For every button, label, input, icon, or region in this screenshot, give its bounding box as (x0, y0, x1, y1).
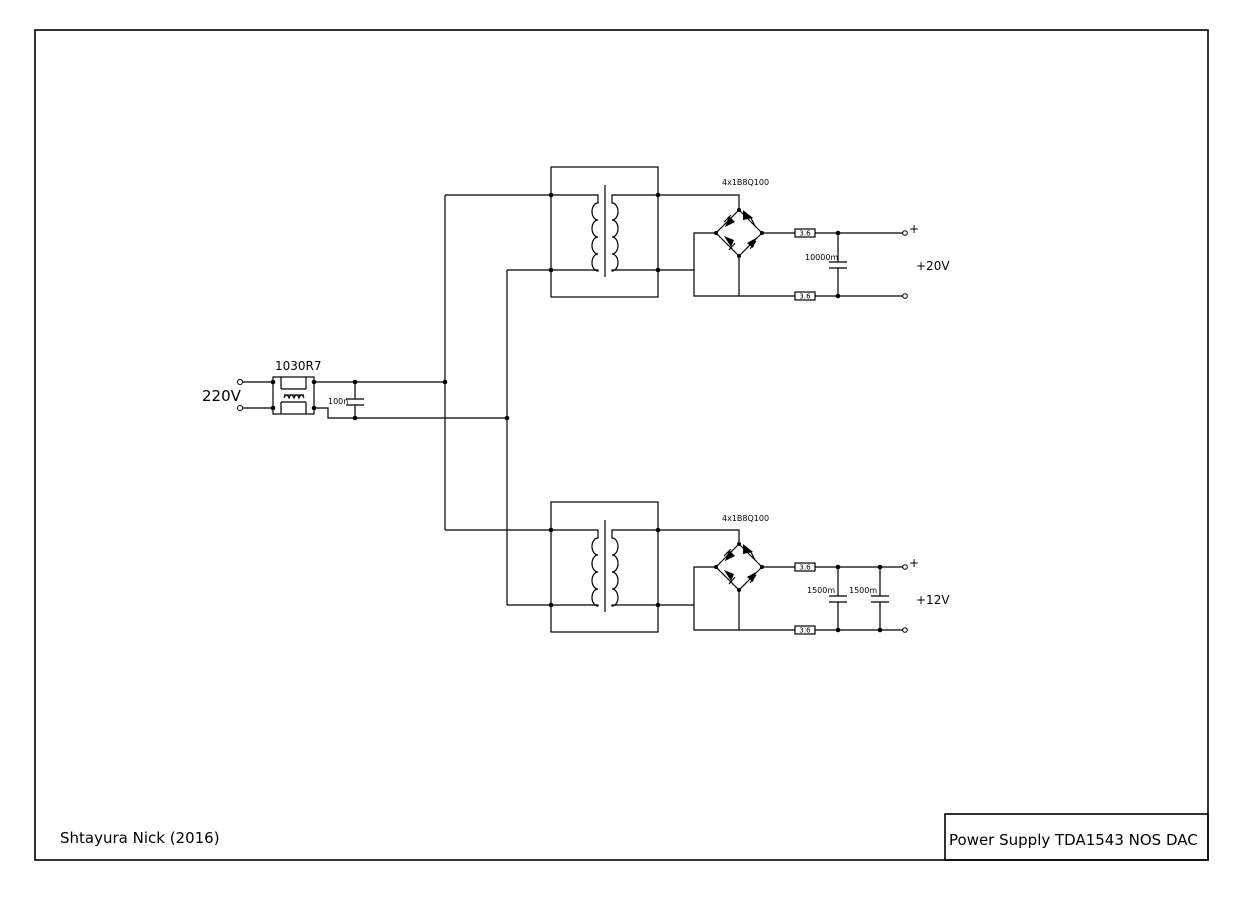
input-cap-label: 100n (328, 397, 348, 406)
bottom-cap2-label: 1500m (849, 586, 877, 595)
top-bridge-rectifier: 4x1B8Q100 (658, 178, 769, 297)
top-resistor-minus-label: 3.6 (799, 293, 811, 301)
top-terminal-minus (902, 293, 908, 299)
top-resistor-plus (794, 228, 816, 238)
top-resistor-plus-label: 3.6 (799, 230, 811, 238)
drawing-frame (34, 29, 1209, 861)
bottom-terminal-minus (902, 627, 908, 633)
line-filter (272, 376, 315, 415)
input-section: 220V 1030R7 100n (202, 359, 510, 421)
bottom-output-section: 3.6 3.6 1500m 1500m + +12V (739, 556, 950, 635)
filter-label: 1030R7 (275, 359, 322, 373)
primary-wire-a (444, 194, 551, 531)
bottom-resistor-plus (794, 562, 816, 572)
title-label: Power Supply TDA1543 NOS DAC (949, 831, 1198, 849)
top-voltage-label: +20V (916, 259, 950, 273)
bottom-plus-label: + (909, 556, 919, 570)
bottom-terminal-plus (902, 564, 908, 570)
bottom-resistor-minus (794, 625, 816, 635)
input-terminal-n (237, 405, 243, 411)
author-label: Shtayura Nick (2016) (60, 829, 220, 847)
primary-wire-b (506, 269, 551, 606)
top-cap-label: 10000m (805, 253, 838, 262)
bottom-cap1-label: 1500m (807, 586, 835, 595)
top-transformer (548, 166, 661, 298)
top-output-section: 3.6 3.6 10000m + +20V (739, 222, 950, 301)
input-terminal-l (237, 379, 243, 385)
bottom-voltage-label: +12V (916, 593, 950, 607)
bottom-resistor-minus-label: 3.6 (799, 627, 811, 635)
top-terminal-plus (902, 230, 908, 236)
top-resistor-minus (794, 291, 816, 301)
top-plus-label: + (909, 222, 919, 236)
title-block (944, 813, 1209, 861)
input-voltage-label: 220V (202, 387, 242, 405)
bottom-bridge-rectifier: 4x1B8Q100 (658, 514, 769, 631)
bottom-transformer (548, 501, 661, 633)
top-bridge-label: 4x1B8Q100 (722, 178, 769, 187)
bottom-resistor-plus-label: 3.6 (799, 564, 811, 572)
bottom-bridge-label: 4x1B8Q100 (722, 514, 769, 523)
